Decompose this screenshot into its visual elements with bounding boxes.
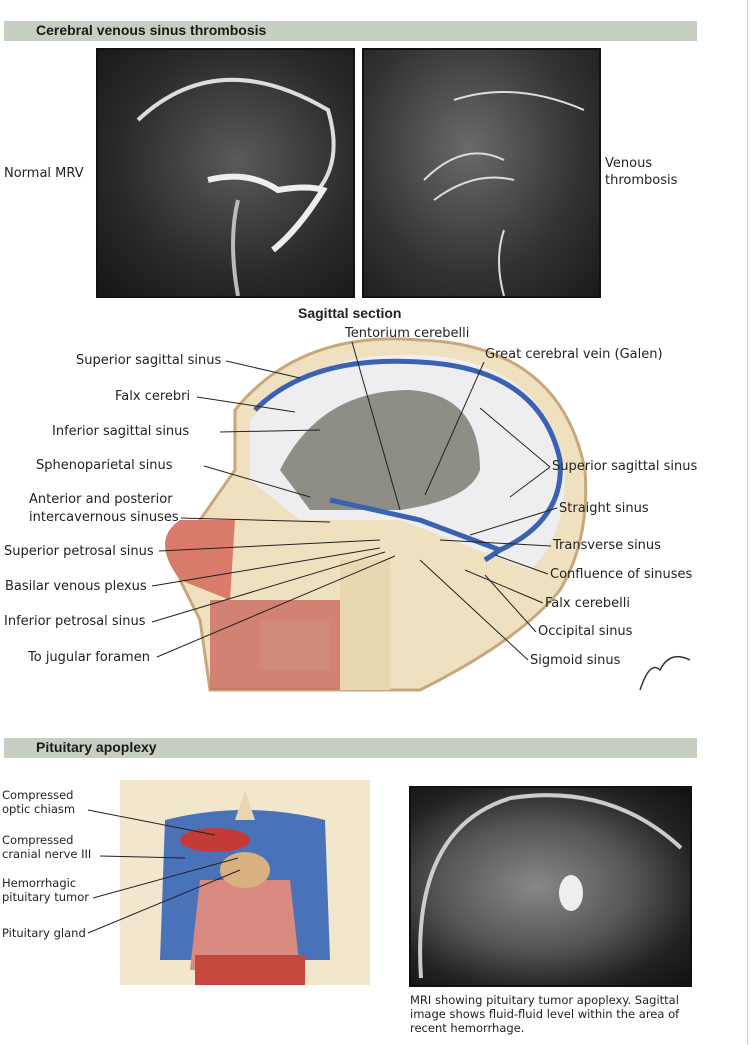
label-straight-sinus: Straight sinus (559, 501, 649, 516)
sagittal-section-title: Sagittal section (298, 305, 402, 321)
venous-thrombosis-image (362, 48, 601, 298)
label-inferior-sagittal-sinus: Inferior sagittal sinus (52, 424, 190, 439)
section-title: Pituitary apoplexy (36, 739, 157, 755)
section-header-cvst: Cerebral venous sinus thrombosis (4, 21, 697, 41)
label-superior-sagittal-sinus: Superior sagittal sinus (76, 353, 222, 368)
label-inferior-petrosal-sinus: Inferior petrosal sinus (4, 614, 146, 629)
signature (639, 655, 691, 691)
label-sphenoparietal-sinus: Sphenoparietal sinus (36, 458, 173, 473)
section-header-pituitary: Pituitary apoplexy (4, 738, 697, 758)
pituitary-mri-image (409, 786, 692, 987)
section-title: Cerebral venous sinus thrombosis (36, 22, 267, 38)
label-to-jugular-foramen: To jugular foramen (28, 650, 150, 665)
label-superior-sagittal-sinus-right: Superior sagittal sinus (552, 459, 698, 474)
label-intercavernous-1: Anterior and posterior (29, 492, 173, 507)
normal-mrv-label: Normal MRV (4, 166, 84, 181)
mri-caption: MRI showing pituitary tumor apoplexy. Sa… (410, 993, 680, 1035)
label-sigmoid-sinus: Sigmoid sinus (530, 653, 621, 668)
label-superior-petrosal-sinus: Superior petrosal sinus (4, 544, 154, 559)
label-great-cerebral-vein: Great cerebral vein (Galen) (485, 347, 663, 362)
label-confluence-of-sinuses: Confluence of sinuses (550, 567, 693, 582)
label-falx-cerebelli: Falx cerebelli (545, 596, 630, 611)
label-transverse-sinus: Transverse sinus (553, 538, 661, 553)
label-basilar-venous-plexus: Basilar venous plexus (5, 579, 147, 594)
normal-mrv-image (96, 48, 355, 298)
page-edge (747, 0, 748, 1045)
label-intercavernous-2: intercavernous sinuses (29, 510, 179, 525)
label-tentorium-cerebelli: Tentorium cerebelli (345, 326, 470, 341)
label-occipital-sinus: Occipital sinus (538, 624, 633, 639)
label-falx-cerebri: Falx cerebri (115, 389, 191, 404)
label-pituitary-gland: Pituitary gland (2, 926, 86, 940)
